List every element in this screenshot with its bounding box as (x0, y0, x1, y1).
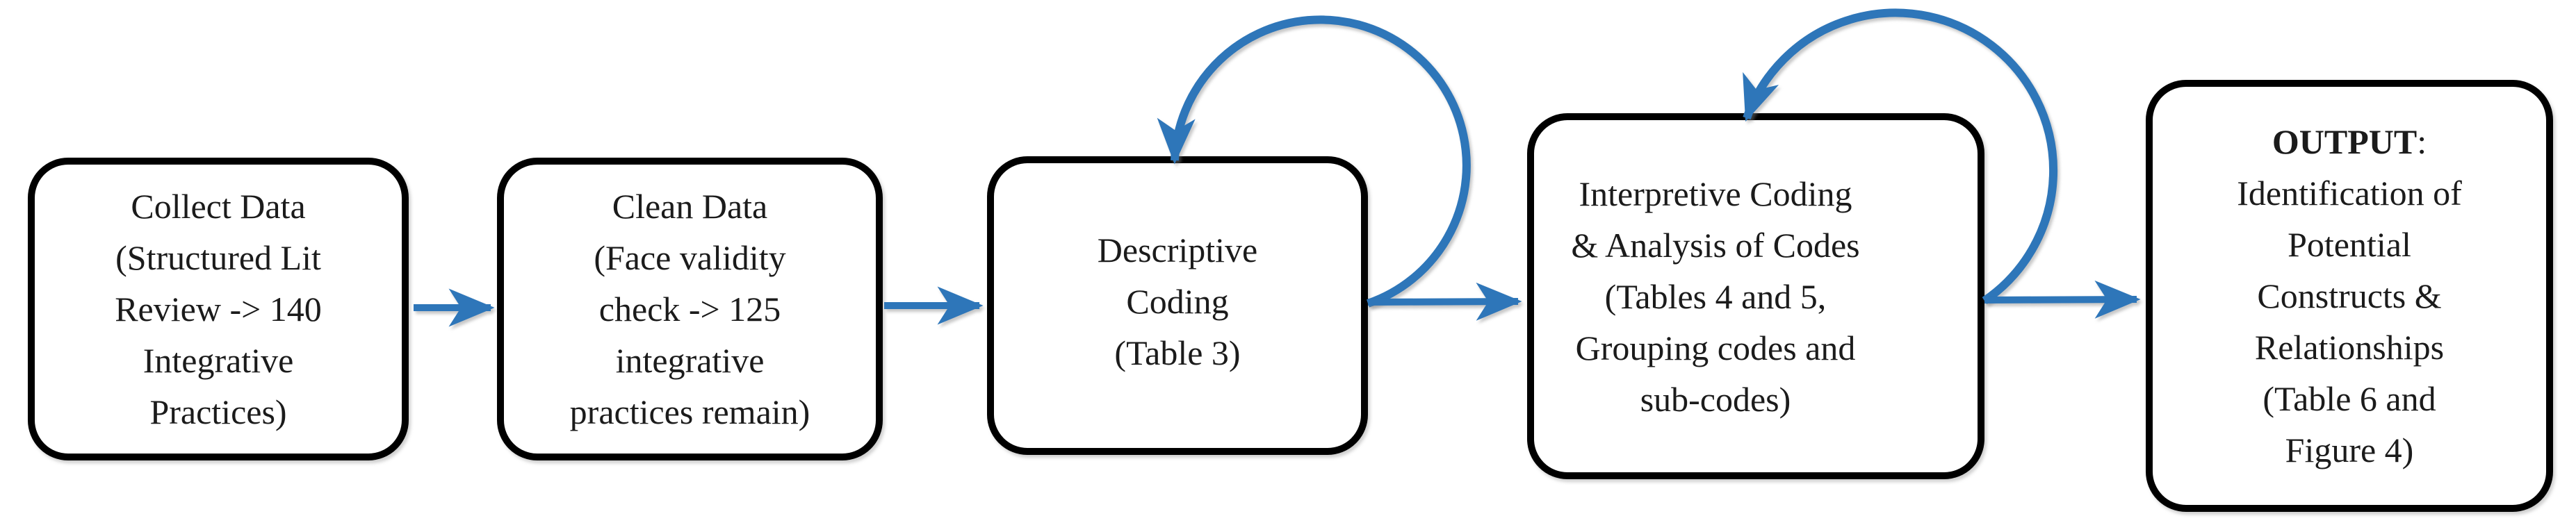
box-text-line: check -> 125 (598, 290, 781, 329)
box-text-line: Grouping codes and (1575, 328, 1856, 367)
box-text-line: Relationships (2254, 328, 2445, 367)
box-text-line: practices remain) (569, 392, 810, 431)
box-text-line: Descriptive (1097, 231, 1258, 269)
box-text-line: Potential (2288, 225, 2411, 264)
flow-box-clean-data: Clean Data (Face validity check -> 125 i… (497, 158, 883, 460)
box-text-line: integrative (615, 341, 765, 380)
flow-box-descriptive-coding: Descriptive Coding (Table 3) (987, 156, 1368, 455)
box-text-line: & Analysis of Codes (1571, 225, 1860, 265)
output-label-colon: : (2417, 122, 2427, 161)
box-text-line: (Face validity (594, 238, 786, 277)
box-text-line: Integrative (142, 341, 294, 380)
box-text-line: sub-codes) (1640, 379, 1791, 419)
box-text-line: (Table 3) (1114, 333, 1241, 372)
box-text-line: Interpretive Coding (1579, 174, 1852, 213)
flow-box-collect-data: Collect Data (Structured Lit Review -> 1… (28, 158, 409, 460)
arrow-descriptive-to-interpretive (1367, 282, 1522, 321)
box-text-line: Identification of (2237, 174, 2462, 213)
box-text-line: (Table 6 and (2263, 379, 2436, 418)
box-text-line: Constructs & (2257, 276, 2442, 315)
box-text-line: Coding (1126, 282, 1229, 321)
box-text-line: Review -> 140 (115, 290, 322, 329)
box-text-line: Practices) (149, 392, 287, 431)
box-text-line: Figure 4) (2285, 431, 2414, 469)
box-text-line: Clean Data (612, 187, 768, 226)
arrow-interpretive-to-output (1984, 280, 2141, 319)
box-title-line: OUTPUT: (2272, 116, 2427, 167)
box-text-line: (Tables 4 and 5, (1604, 276, 1827, 316)
flow-box-interpretive-coding: Interpretive Coding & Analysis of Codes … (1527, 113, 1984, 479)
output-label-bold: OUTPUT (2272, 122, 2418, 161)
box-text-line: Collect Data (131, 187, 306, 226)
box-text-line: (Structured Lit (115, 238, 321, 277)
flow-box-output: OUTPUT: Identification of Potential Cons… (2146, 80, 2553, 512)
